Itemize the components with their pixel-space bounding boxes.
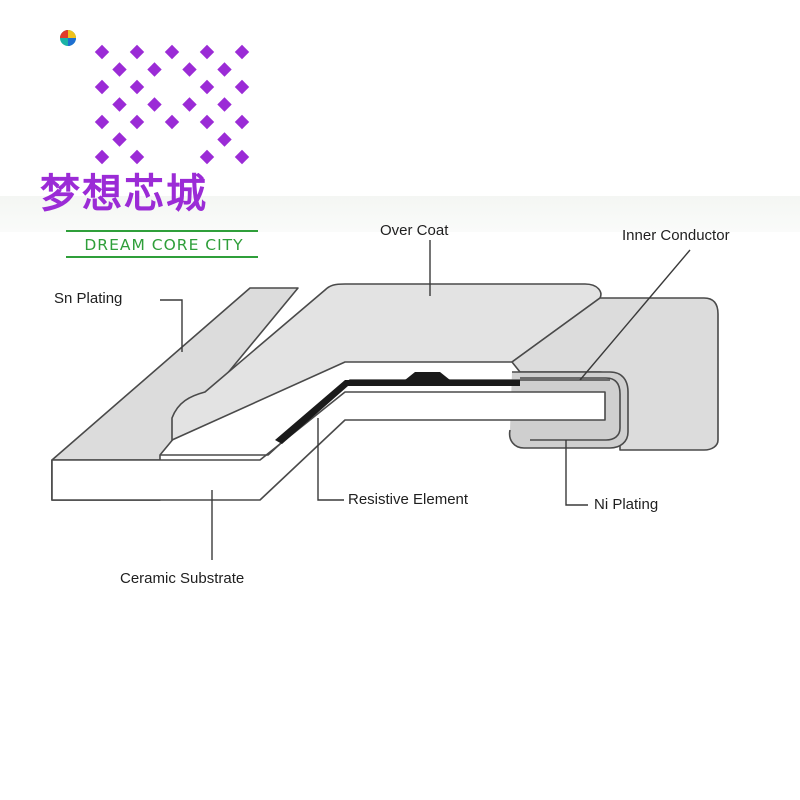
- logo-diamond: [182, 62, 197, 77]
- logo-diamond: [199, 44, 215, 60]
- label-ni-plating: Ni Plating: [594, 496, 659, 513]
- logo-diamond: [164, 44, 180, 60]
- logo-diamond: [234, 44, 250, 60]
- logo-diamond: [94, 114, 110, 130]
- label-over-coat: Over Coat: [380, 222, 449, 239]
- logo-diamond: [164, 114, 180, 130]
- leader-sn-plating: [160, 299, 183, 352]
- logo-diamond: [199, 149, 215, 165]
- logo-diamond: [234, 149, 250, 165]
- logo-diamond: [199, 79, 215, 95]
- logo-diamond: [112, 97, 127, 112]
- logo-name-cn: 梦想芯城: [40, 171, 208, 217]
- logo-diamond: [234, 114, 250, 130]
- logo-rule-bottom: [66, 256, 258, 258]
- logo-name-en: DREAM CORE CITY: [84, 236, 244, 254]
- logo-diamond: [217, 132, 232, 147]
- logo-diamond: [94, 79, 110, 95]
- resistive-element: [275, 372, 520, 444]
- color-dot-globe-icon: [60, 30, 76, 46]
- label-ceramic-substrate: Ceramic Substrate: [120, 570, 245, 587]
- label-resistive-element: Resistive Element: [348, 491, 469, 508]
- logo-diamond: [234, 79, 250, 95]
- label-inner-conductor: Inner Conductor: [622, 227, 730, 244]
- logo-diamond: [94, 44, 110, 60]
- label-sn-plating: Sn Plating: [54, 290, 123, 307]
- leader-ni-plating: [565, 440, 588, 506]
- inner-conductor-wrap: [520, 377, 621, 441]
- logo-diamond: [217, 97, 232, 112]
- logo-diamond: [112, 62, 127, 77]
- leader-inner-conductor: [579, 249, 691, 381]
- logo-rule-top: [66, 230, 258, 232]
- background-band: [0, 196, 800, 232]
- dream-core-city-logo: [60, 30, 250, 165]
- logo-diamond: [129, 149, 145, 165]
- logo-diamond: [94, 149, 110, 165]
- logo-diamond: [217, 62, 232, 77]
- over-coat: [171, 283, 602, 441]
- logo-diamond: [182, 97, 197, 112]
- leader-resistive-element: [317, 418, 344, 501]
- logo-diamond: [199, 114, 215, 130]
